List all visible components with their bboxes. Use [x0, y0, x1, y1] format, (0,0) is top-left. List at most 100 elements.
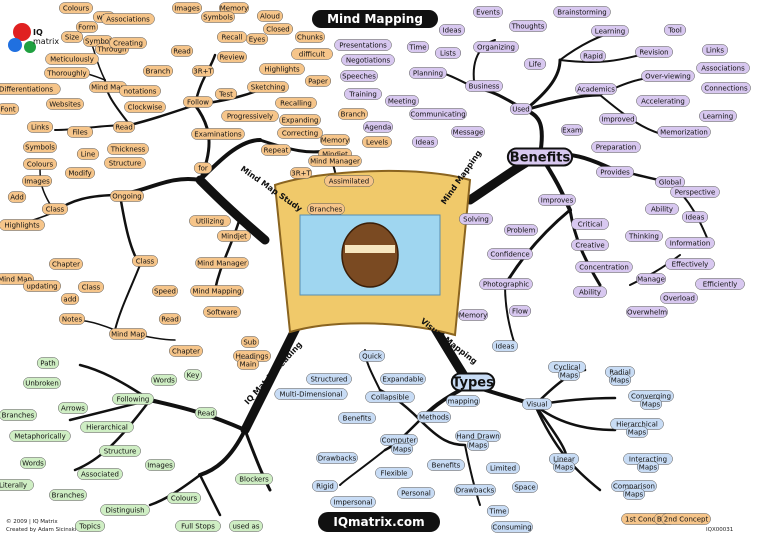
node-text: Information — [670, 239, 711, 247]
node-bubble — [575, 83, 617, 95]
node-aloud: Aloud — [256, 10, 284, 22]
node-improves: Improves — [538, 194, 576, 206]
node-bubble — [221, 110, 279, 122]
node-text: Business — [469, 82, 500, 90]
node-text: Symbol — [85, 37, 111, 45]
node-bubble — [450, 372, 496, 392]
node-add: Add — [7, 191, 27, 203]
node-text: Correcting — [282, 129, 318, 137]
node-bubble — [491, 340, 519, 352]
node-text: Add — [10, 193, 24, 201]
node-bubble — [557, 369, 581, 381]
node-bubble — [229, 520, 263, 532]
node-bubble — [409, 67, 447, 79]
node-speed: Speed — [151, 285, 179, 297]
node-text: Memory — [321, 136, 349, 144]
node-text: Comparison — [613, 482, 655, 490]
node-arrows: Arrows — [57, 402, 89, 414]
node-class3: Class — [131, 255, 159, 267]
node-text: Repeat — [264, 146, 289, 154]
node-bubble — [553, 6, 611, 18]
node-ability: Ability — [645, 203, 679, 215]
node-bubble — [203, 306, 241, 318]
node-bubble — [19, 457, 47, 469]
node-bubble — [319, 134, 351, 146]
node-text: Images — [147, 461, 173, 469]
node-text: Hierarchical — [616, 420, 658, 428]
node-bubble — [169, 345, 203, 357]
node-bubble — [80, 421, 134, 433]
node-bubble — [626, 306, 668, 318]
node-bubble — [509, 103, 533, 115]
node-text: Path — [40, 359, 55, 367]
node-text: Read — [161, 315, 179, 323]
node-text: Maps — [625, 490, 644, 498]
node-text: Global — [659, 178, 681, 186]
node-text: Notes — [62, 315, 83, 323]
node-text: Ability — [651, 205, 673, 213]
node-bubble — [49, 258, 83, 270]
node-drawbacks2: Drawbacks — [454, 484, 496, 496]
node-text: Associations — [701, 64, 745, 72]
node-text: Chapter — [172, 347, 200, 355]
node-text: Hierarchical — [86, 423, 128, 431]
node-text: Files — [72, 128, 88, 136]
node-bubble — [465, 80, 503, 92]
node-bubble — [23, 141, 57, 153]
node-drawbacks: Drawbacks — [316, 452, 358, 464]
node-bubble — [411, 136, 439, 148]
node-text: Branch — [146, 67, 171, 75]
node-creative: Creative — [571, 239, 609, 251]
node-bubble — [438, 24, 466, 36]
node-text: Consuming — [492, 523, 531, 531]
node-bubble — [274, 388, 348, 400]
node-text: Thoughts — [511, 22, 545, 30]
node-text: Clockwise — [128, 103, 163, 111]
node-expanding: Expanding — [279, 114, 321, 126]
node-bubble — [41, 203, 69, 215]
node-presentations: Presentations — [334, 39, 392, 51]
node-bubble — [183, 369, 203, 381]
node-text: Main — [240, 360, 257, 368]
node-thinking: Thinking — [625, 230, 663, 242]
node-bubble — [661, 513, 711, 525]
node-bubble — [635, 273, 667, 285]
node-time: Time — [406, 41, 430, 53]
node-bubble — [491, 521, 533, 533]
node-bubble — [193, 162, 213, 174]
node-brainstorming: Brainstorming — [553, 6, 611, 18]
node-text: Words — [153, 376, 175, 384]
node-text: Links — [31, 123, 49, 131]
node-text: Creative — [575, 241, 604, 249]
node-bubble — [240, 336, 260, 348]
node-text: Headings — [236, 352, 269, 360]
node-bubble — [459, 213, 493, 225]
svg-text:matrix: matrix — [33, 37, 59, 46]
node-text: Maps — [555, 463, 574, 471]
node-bubble — [358, 350, 386, 362]
node-text: Expanding — [281, 116, 318, 124]
node-ongoing: Ongoing — [110, 190, 144, 202]
node-text: Revision — [639, 48, 668, 56]
node-bubble — [308, 155, 362, 167]
node-bubble — [77, 468, 123, 480]
node-bubble — [306, 373, 352, 385]
node-consuming: Consuming — [491, 521, 533, 533]
node-text: Accelerating — [641, 97, 685, 105]
node-text: Tool — [667, 26, 682, 34]
node-text: Branches — [310, 205, 343, 213]
node-connections: Connections — [701, 82, 751, 94]
node-progressively: Progressively — [221, 110, 279, 122]
node-bubble — [625, 426, 649, 438]
iq-matrix-logo: IQ matrix — [8, 23, 59, 53]
node-text: Flow — [512, 307, 528, 315]
node-three-r-t2: 3R+T — [289, 167, 313, 179]
node-memorization: Memorization — [657, 126, 711, 138]
node-bubble — [472, 6, 504, 18]
node-text: Blockers — [239, 475, 269, 483]
node-text: Events — [476, 8, 500, 16]
node-text: Unbroken — [25, 379, 59, 387]
node-text: Mind Map — [0, 275, 32, 283]
node-bubble — [277, 127, 323, 139]
node-bubble — [58, 313, 86, 325]
